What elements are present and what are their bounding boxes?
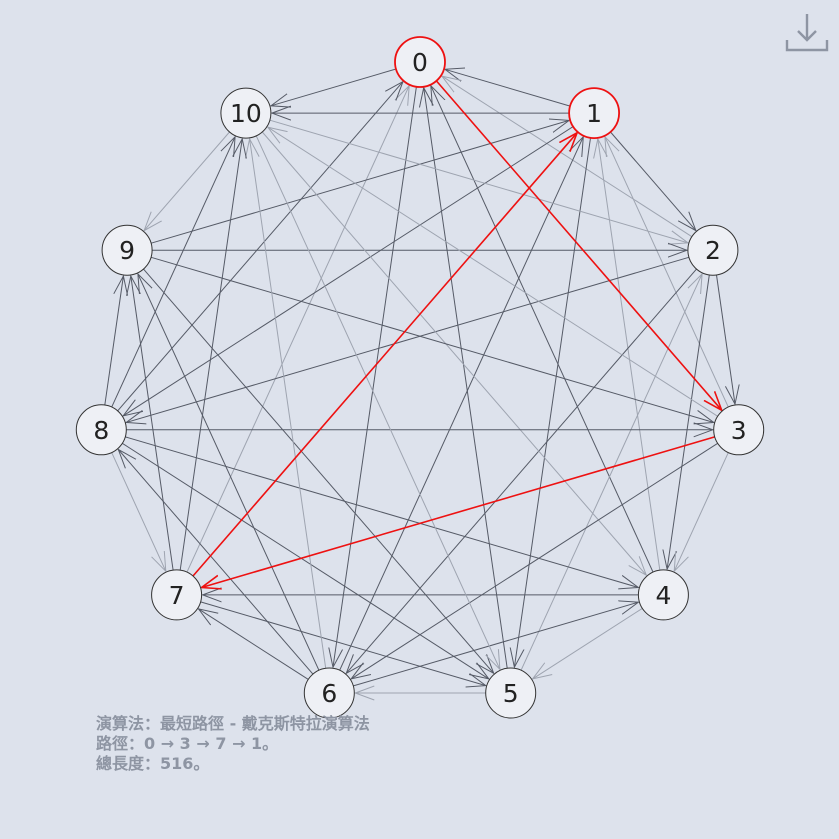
edge-3-6	[351, 442, 718, 679]
path-edge-7-1	[192, 133, 577, 577]
edge-7-5	[200, 601, 486, 686]
edge-3-4	[674, 452, 729, 572]
node-circle[interactable]	[637, 569, 689, 621]
edge-2-6	[346, 268, 697, 673]
node-circle[interactable]	[151, 569, 203, 621]
edge-10-2	[269, 119, 688, 243]
node-label: 9	[119, 236, 135, 265]
edge-2-8	[126, 256, 690, 422]
node-3[interactable]: 3	[713, 404, 765, 456]
node-circle[interactable]	[220, 87, 272, 139]
node-label: 8	[93, 416, 109, 445]
node-circle[interactable]	[713, 404, 765, 456]
node-8[interactable]: 8	[75, 404, 127, 456]
node-label: 3	[731, 416, 747, 445]
edge-2-0	[442, 76, 693, 238]
algorithm-label: 演算法：最短路徑 - 戴克斯特拉演算法	[96, 714, 370, 733]
edge-8-10	[111, 137, 235, 408]
edge-1-5	[514, 137, 591, 667]
edge-3-10	[268, 127, 718, 417]
total-length-label: 總長度：516。	[96, 754, 210, 773]
node-4[interactable]: 4	[637, 569, 689, 621]
edge-7-9	[131, 276, 174, 571]
edge-2-3	[716, 274, 736, 404]
node-0[interactable]: 0	[394, 36, 446, 88]
path-edge-layer	[192, 80, 722, 588]
node-label: 2	[705, 236, 721, 265]
node-circle[interactable]	[394, 36, 446, 88]
node-label: 0	[412, 48, 428, 77]
node-circle[interactable]	[75, 404, 127, 456]
node-layer: 0 1 2 3 4 5 6 7 8 9 10	[75, 36, 765, 719]
edge-4-0	[431, 86, 654, 573]
edge-3-1	[605, 137, 729, 408]
path-label: 路徑：0 → 3 → 7 → 1。	[96, 734, 279, 753]
edge-10-9	[144, 131, 230, 231]
edge-10-5	[255, 135, 500, 669]
node-circle[interactable]	[101, 224, 153, 276]
edge-7-0	[186, 86, 409, 573]
edge-8-5	[122, 442, 489, 679]
node-9[interactable]: 9	[101, 224, 153, 276]
edge-1-0	[445, 69, 571, 107]
edge-10-4	[261, 131, 646, 575]
node-circle[interactable]	[485, 667, 537, 719]
edge-9-3	[150, 256, 714, 422]
node-label: 10	[230, 99, 262, 128]
edge-8-0	[117, 82, 403, 412]
node-label: 1	[586, 99, 602, 128]
node-10[interactable]: 10	[220, 87, 272, 139]
edge-4-5	[533, 607, 643, 679]
node-circle[interactable]	[568, 87, 620, 139]
edge-0-10	[271, 68, 397, 106]
node-1[interactable]: 1	[568, 87, 620, 139]
node-7[interactable]: 7	[151, 569, 203, 621]
edge-8-4	[125, 436, 638, 588]
edge-6-4	[353, 602, 638, 687]
edge-6-9	[138, 274, 320, 671]
algorithm-info: 演算法：最短路徑 - 戴克斯特拉演算法 路徑：0 → 3 → 7 → 1。 總長…	[96, 714, 370, 774]
node-circle[interactable]	[687, 224, 739, 276]
edge-9-1	[150, 120, 569, 244]
node-label: 6	[321, 679, 337, 708]
edge-7-10	[179, 139, 242, 571]
edge-6-7	[199, 609, 309, 680]
node-label: 5	[503, 679, 519, 708]
node-label: 7	[169, 581, 185, 610]
download-icon[interactable]	[784, 10, 830, 56]
edge-0-6	[333, 86, 417, 668]
node-2[interactable]: 2	[687, 224, 739, 276]
edge-layer	[104, 68, 736, 693]
edge-5-2	[520, 274, 702, 671]
edge-6-10	[250, 139, 327, 669]
node-5[interactable]: 5	[485, 667, 537, 719]
edge-6-8	[118, 450, 314, 675]
edge-5-0	[424, 88, 508, 669]
edge-2-4	[667, 274, 710, 569]
edge-4-1	[598, 139, 661, 571]
path-edge-3-7	[202, 436, 715, 588]
edge-1-2	[610, 131, 696, 231]
node-6[interactable]: 6	[303, 667, 355, 719]
edge-8-9	[104, 276, 124, 406]
edge-9-5	[143, 268, 494, 673]
node-label: 4	[655, 581, 671, 610]
edge-1-8	[123, 126, 574, 416]
edge-6-1	[339, 137, 584, 671]
edge-8-7	[111, 452, 166, 572]
path-edge-0-3	[435, 80, 721, 410]
node-circle[interactable]	[303, 667, 355, 719]
